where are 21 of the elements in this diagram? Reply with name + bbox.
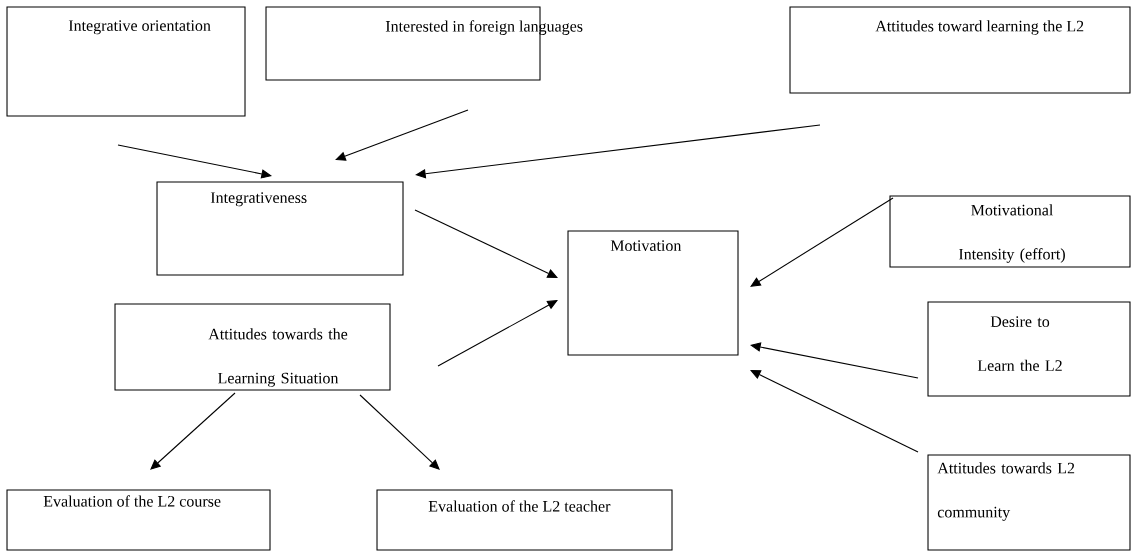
- text-box: Desire to Learn the L2: [927, 301, 1131, 397]
- arrow: [437, 300, 558, 367]
- arrow: [750, 342, 919, 379]
- text-box: Evaluation of the L2 teacher: [376, 489, 673, 551]
- arrow: [415, 124, 821, 179]
- arrow: [750, 197, 894, 287]
- arrow: [335, 109, 469, 161]
- text-box: Motivation: [567, 230, 739, 356]
- arrow: [750, 370, 919, 453]
- arrow: [359, 394, 440, 470]
- text-box: Attitudes toward learning the L2: [789, 6, 1131, 94]
- text-box: Evaluation of the L2 course: [6, 489, 271, 551]
- text-box: Attitudes towards L2 community: [927, 454, 1131, 551]
- arrow: [414, 209, 558, 278]
- text-box: Interested in foreign languages: [265, 6, 583, 81]
- text-box: Motivational Intensity (effort): [889, 195, 1131, 268]
- arrow: [117, 144, 272, 179]
- text-box: Integrative orientation: [6, 6, 246, 117]
- text-box: Integrativeness: [156, 181, 404, 276]
- arrow: [150, 392, 236, 470]
- text-box: Attitudes towards the Learning Situation: [114, 303, 391, 391]
